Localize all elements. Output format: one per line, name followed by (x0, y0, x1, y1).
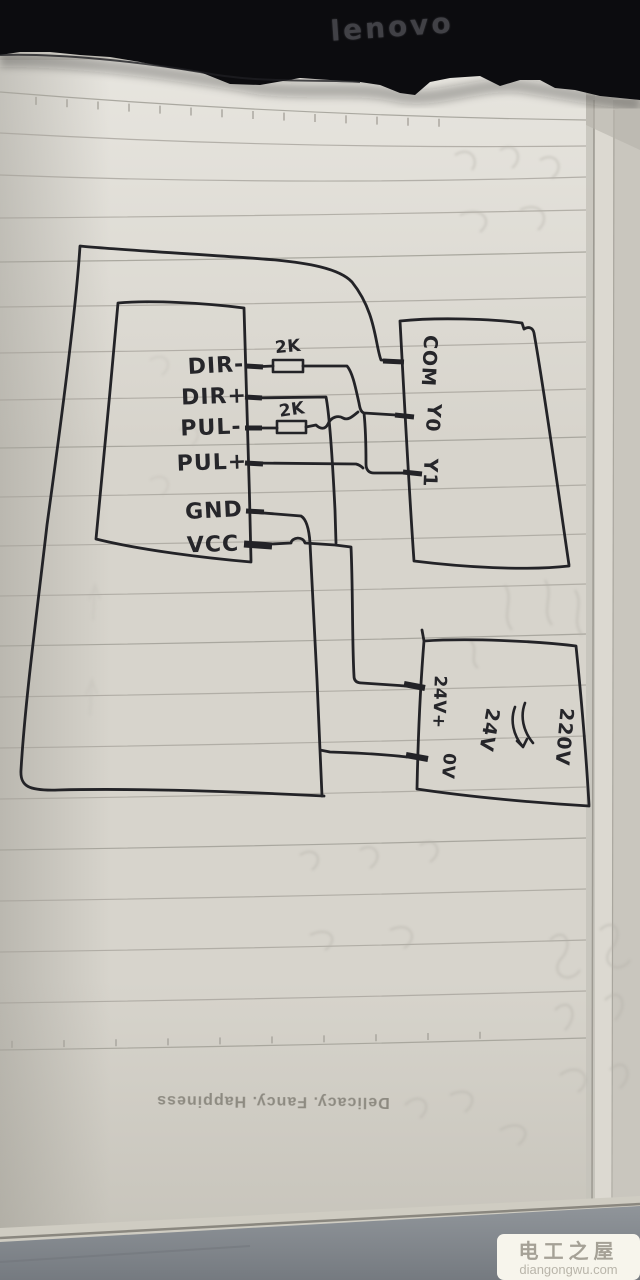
tick-dir-plus (244, 394, 263, 401)
tick-vcc (243, 540, 273, 550)
psu-terminal-label-24v-plus: 24V+ (428, 675, 450, 729)
tick-0v (405, 752, 429, 762)
site-watermark: 电工之屋 diangongwu.com (497, 1234, 640, 1280)
driver-terminal-label-dir-plus: DIR+ (180, 383, 248, 411)
tick-com (382, 358, 405, 365)
tick-pul-plus (244, 460, 264, 467)
tick-gnd (245, 508, 265, 515)
notebook-printed-footer: Delicacy. Fancy. Happiness (156, 1091, 390, 1112)
wire-com-outer-loop (19, 244, 399, 798)
driver-terminal-label-gnd: GND (184, 497, 244, 525)
voltage-step-arrows (511, 701, 535, 749)
laptop-lid (0, 0, 640, 111)
driver-terminal-label-pul-plus: PUL+ (176, 449, 248, 477)
driver-terminal-label-pul-minus: PUL- (180, 414, 242, 442)
ghost-pencil-marks (85, 146, 631, 1146)
terminal-ticks (243, 358, 429, 762)
tick-y1 (402, 469, 423, 477)
resistor-dir-value-label: 2K (274, 335, 302, 359)
plc-terminal-label-com: COM (416, 334, 442, 388)
driver-terminal-label-dir-minus: DIR- (187, 352, 245, 380)
ink-circuit-drawing (19, 244, 591, 808)
tick-24v-plus (403, 681, 426, 691)
ruled-lines (0, 91, 587, 1051)
resistor-pul-body (275, 419, 308, 435)
psu-terminal-label-0v: 0V (436, 752, 460, 780)
plc-terminal-label-y1: Y1 (418, 458, 442, 488)
tick-dir-minus (245, 363, 264, 370)
watermark-title: 电工之屋 (518, 1239, 619, 1263)
resistor-pul-value-label: 2K (277, 398, 307, 422)
wire-pul-plus (249, 461, 365, 470)
desk-surface (0, 1196, 640, 1280)
wire-vcc (251, 536, 408, 688)
notebook-page-edge-right (586, 90, 640, 1220)
plc-terminal-label-y0: Y0 (420, 402, 446, 434)
driver-terminal-label-vcc: VCC (186, 531, 240, 559)
power-supply-box (415, 628, 591, 808)
resistor-dir-body (271, 358, 305, 374)
driver-terminal-box (94, 300, 253, 564)
wire-dir-plus (249, 395, 338, 545)
tick-y0 (394, 412, 415, 420)
plc-box (398, 317, 571, 570)
watermark-site-url: diangongwu.com (519, 1262, 618, 1277)
